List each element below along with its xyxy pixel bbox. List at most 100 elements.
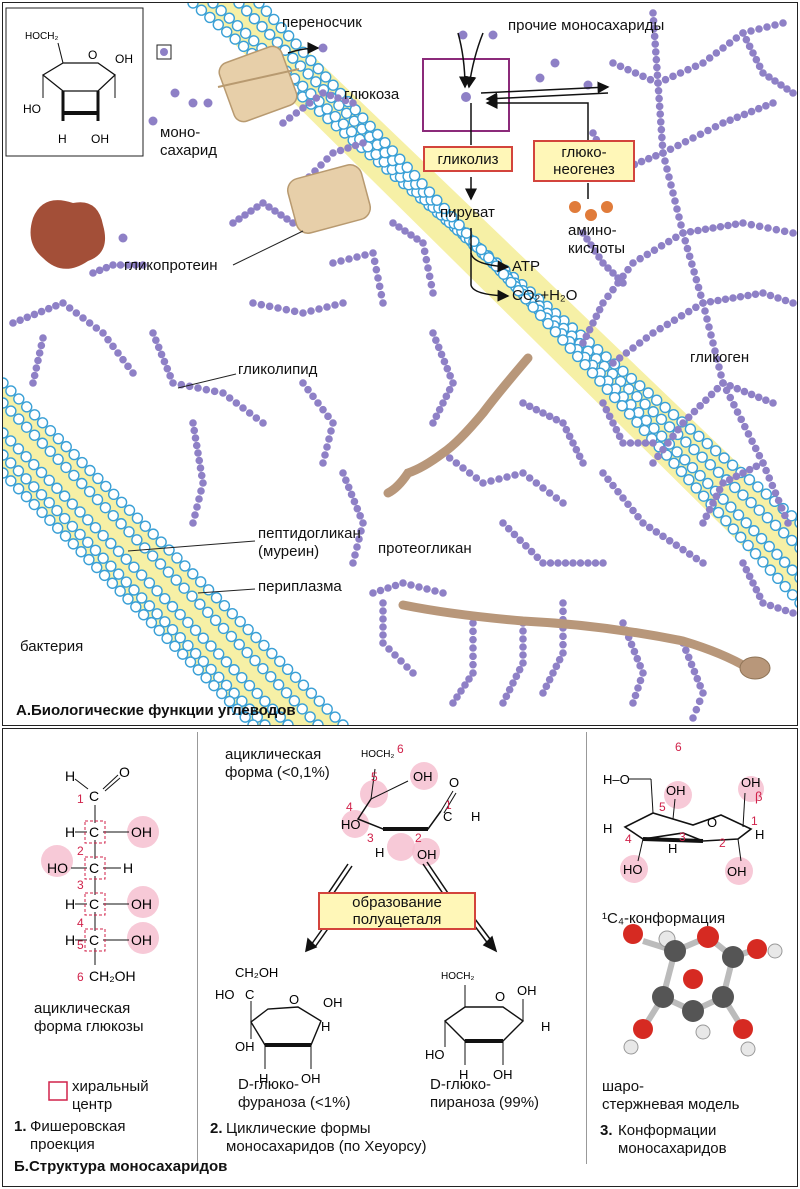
lipid-head [337, 719, 349, 725]
lipid-head [364, 120, 376, 132]
sugar-bead [124, 362, 132, 371]
sugar-bead [663, 320, 672, 329]
lipid-head [704, 459, 717, 471]
lipid-head [35, 489, 48, 501]
lipid-head [794, 573, 797, 583]
sugar-bead [519, 469, 527, 477]
lipid-head [76, 456, 88, 469]
lipid-head [648, 422, 660, 435]
sugar-bead [652, 55, 661, 64]
lipid-head [258, 639, 270, 652]
lipid-head [128, 561, 140, 573]
section-3-number: 3. [600, 1122, 613, 1139]
lipid-head [453, 219, 465, 231]
label-glucose: глюкоза [344, 86, 400, 103]
sugar-bead [789, 229, 797, 237]
sugar-bead [225, 394, 234, 402]
sugar-bead [154, 343, 163, 352]
divider-2 [586, 732, 587, 1164]
chair-oh-c1: OH [741, 775, 761, 790]
sugar-bead [642, 334, 651, 342]
sugar-bead [317, 161, 325, 169]
panel-a [2, 2, 798, 726]
sugar-bead [30, 310, 39, 319]
lipid-head [153, 624, 165, 637]
chair-conformation: H–O OH OH O H H H HO OH β 6 5 4 3 2 1 [603, 740, 764, 885]
sugar-bead [569, 559, 577, 567]
sugar-bead [711, 347, 719, 355]
sugar-bead [745, 465, 754, 474]
sugar-bead [169, 379, 177, 387]
lipid-head [579, 358, 591, 371]
lipid-head [650, 394, 663, 406]
chair-o: O [707, 815, 717, 830]
lipid-head [268, 13, 280, 26]
sugar-bead [562, 425, 571, 434]
sugar-bead [684, 65, 692, 74]
label-glycogen: гликоген [690, 349, 750, 366]
sugar-bead [781, 511, 789, 520]
lipid-head [226, 607, 239, 620]
lipid-head [786, 589, 797, 601]
cell-membrane [193, 3, 797, 601]
lipid-head [221, 26, 233, 38]
sugar-bead [285, 114, 294, 122]
ball-stick-label: шаро- стержневая модель [602, 1078, 740, 1113]
sugar-bead [635, 339, 644, 347]
sugar-bead [724, 221, 732, 230]
sugar-bead [726, 116, 734, 124]
sugar-bead [733, 408, 742, 416]
sugar-bead [229, 219, 237, 227]
sugar-bead [739, 559, 747, 567]
fischer-num-3: 3 [77, 878, 84, 892]
lipid-head [20, 450, 32, 463]
sugar-bead [166, 372, 174, 380]
sugar-bead [329, 419, 337, 427]
lipid-head [794, 518, 797, 528]
sugar-bead [552, 494, 561, 502]
sugar-bead [519, 651, 527, 659]
free-monosaccharide [550, 58, 560, 68]
lipid-head [210, 592, 223, 604]
sugar-bead [636, 676, 645, 685]
lipid-head [163, 544, 175, 556]
lipid-head [727, 523, 740, 535]
sugar-bead [559, 499, 567, 507]
sugar-bead [232, 399, 241, 407]
sugar-bead [442, 392, 451, 401]
inset-ch2-label: HOCH₂ [25, 31, 58, 42]
sugar-bead [634, 684, 642, 692]
sugar-bead [769, 399, 777, 407]
sugar-bead [754, 104, 763, 113]
sugar-bead [732, 472, 741, 481]
pyranose-ho-c4: HO [425, 1047, 445, 1062]
sugar-bead [89, 269, 97, 277]
panel-a-title: А.Биологические функции углеводов [16, 702, 296, 719]
sugar-bead [403, 663, 411, 671]
sugar-bead [195, 456, 204, 465]
sugar-bead [374, 274, 382, 282]
sugar-bead [622, 349, 631, 357]
sugar-bead [519, 399, 527, 407]
sugar-bead [347, 490, 356, 499]
fischer-c4: C [89, 896, 99, 912]
sugar-bead [599, 399, 607, 407]
sugar-bead [725, 39, 734, 47]
lipid-head [497, 268, 510, 280]
sugar-bead [681, 236, 690, 245]
lipid-head [640, 414, 653, 427]
sugar-bead [629, 506, 637, 515]
sugar-bead [479, 479, 487, 487]
sugar-bead [670, 316, 679, 324]
lipid-head [3, 397, 9, 409]
sugar-bead [772, 225, 781, 234]
sugar-bead [533, 553, 542, 562]
sugar-bead [789, 299, 797, 307]
lipid-head [205, 663, 217, 676]
lipid-head [786, 564, 797, 576]
lipid-head [233, 3, 245, 9]
lipid-head [179, 560, 191, 572]
sugar-bead [592, 312, 601, 321]
sugar-bead [747, 220, 756, 229]
